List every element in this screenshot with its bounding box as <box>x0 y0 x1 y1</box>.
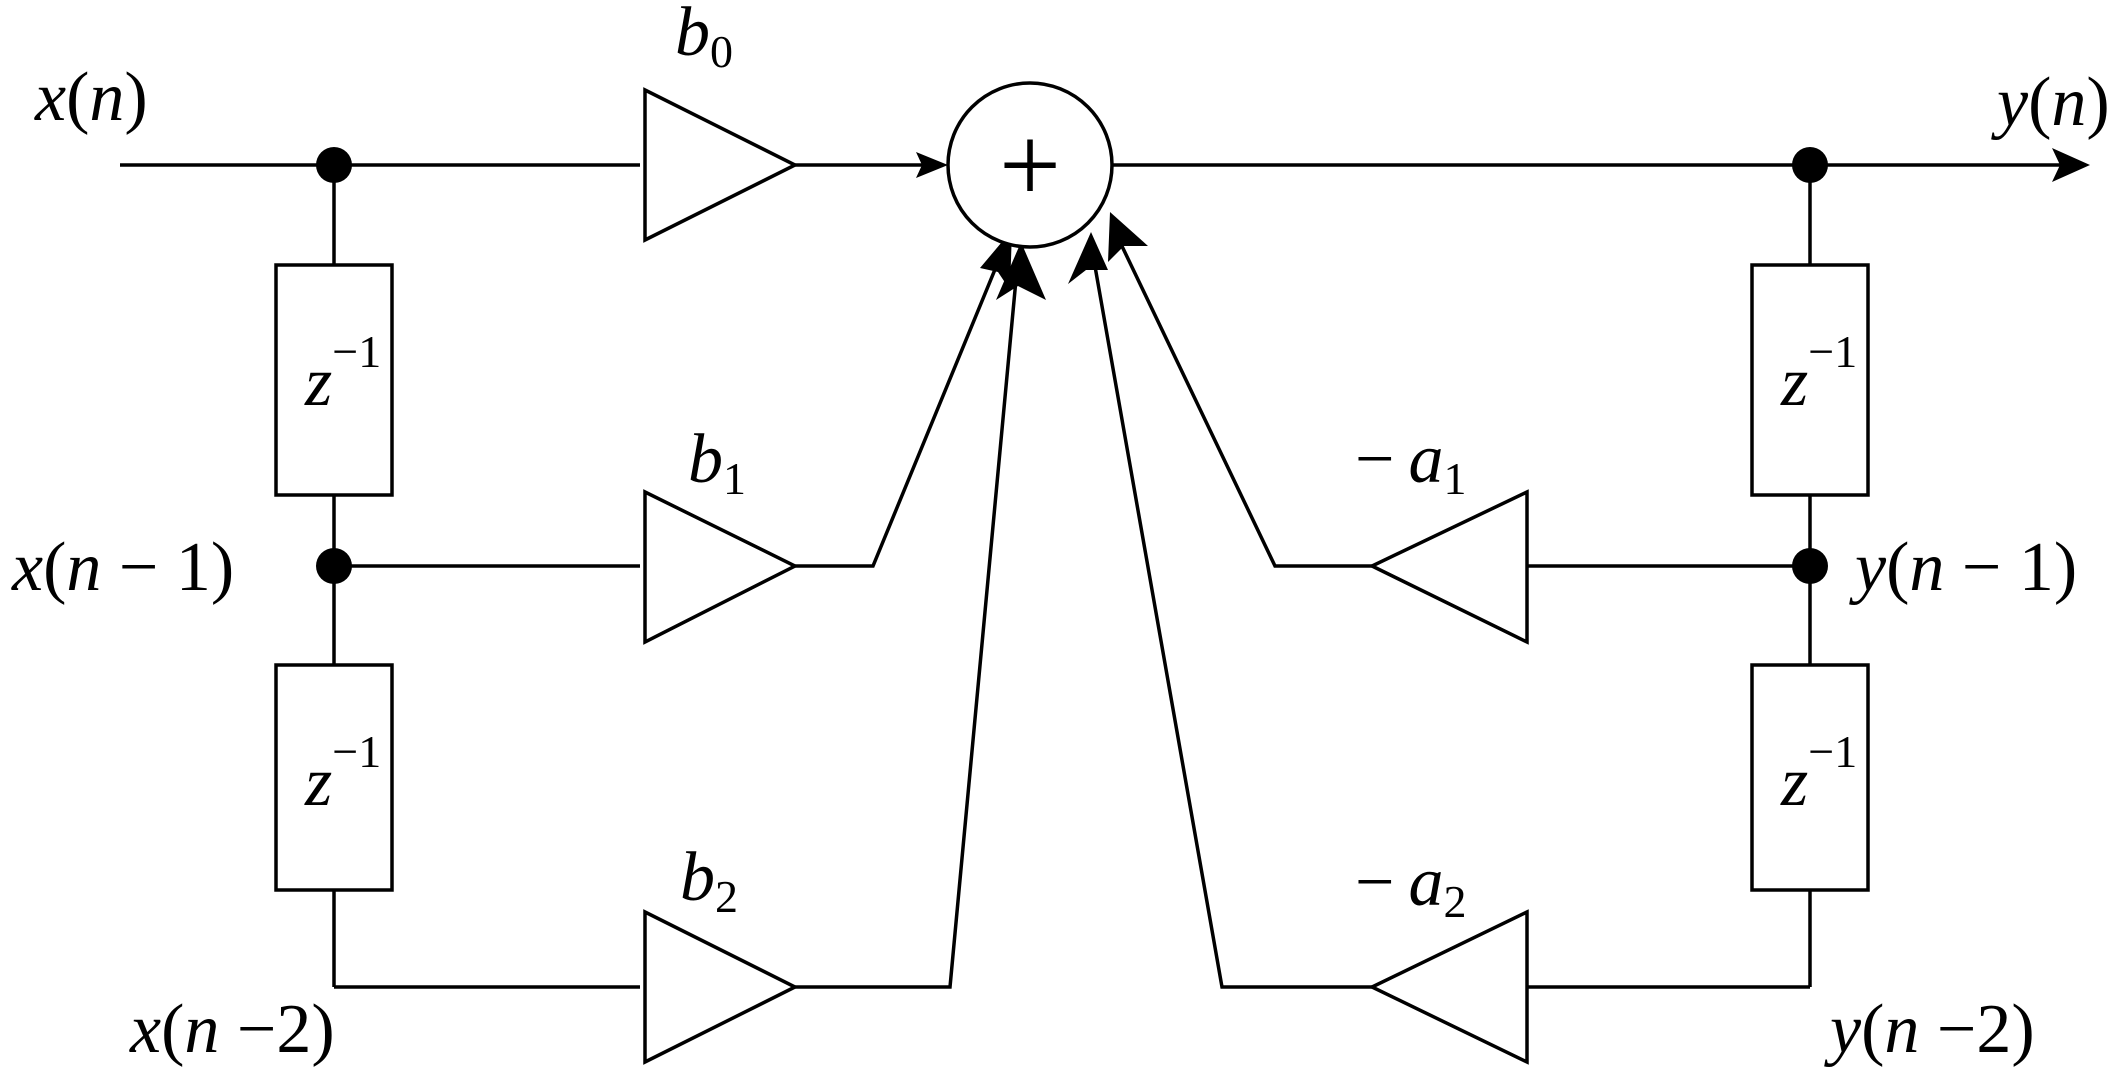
adder: + <box>946 81 1114 249</box>
signal-y-n1-label: y(n − 1) <box>1849 529 2077 606</box>
gain-a1-triangle <box>1367 489 1529 645</box>
adder-input-arrow-b2 <box>996 242 1046 300</box>
coef-b1-label: b1 <box>688 421 746 504</box>
gains <box>643 87 1529 1065</box>
coef-a1-label: −a1 <box>1355 421 1466 504</box>
delay-box-y-2 <box>1750 663 1870 892</box>
signal-x-n1-label: x(n − 1) <box>11 529 234 606</box>
output-arrow <box>2052 148 2090 182</box>
delay-box-y-1 <box>1750 263 1870 497</box>
junction-x-n1 <box>316 548 352 584</box>
coef-b0-label: b0 <box>675 0 733 77</box>
junction-y-n <box>1792 147 1828 183</box>
delay-label-y-2: z−1 <box>1780 726 1857 821</box>
signal-labels: x(n) x(n − 1) x(n −2) y(n) y(n − 1) y(n … <box>11 59 2110 1068</box>
b2-output-wire <box>795 257 1020 989</box>
delay-box-x-1 <box>274 263 394 497</box>
b1-output-wire <box>795 249 1005 568</box>
gain-a2-triangle <box>1367 909 1529 1065</box>
adder-input-arrow-a2 <box>1068 232 1108 284</box>
a2-output-wire <box>1091 254 1372 989</box>
a1-output-wire <box>1118 241 1372 568</box>
delay-label-y-1: z−1 <box>1780 326 1857 421</box>
adder-symbol: + <box>999 104 1061 226</box>
adder-input-arrow-a1 <box>1108 212 1148 262</box>
signal-x-n-label: x(n) <box>34 59 148 136</box>
coef-a2-label: −a2 <box>1355 844 1466 927</box>
adder-input-arrow-b1 <box>980 230 1012 290</box>
delays: z−1 z−1 z−1 z−1 <box>274 263 1870 892</box>
signal-y-n2-label: y(n −2) <box>1824 991 2035 1068</box>
adder-input-arrow-b0 <box>916 152 948 178</box>
delay-label-x-1: z−1 <box>304 326 381 421</box>
adder-circle <box>946 81 1114 249</box>
junction-y-n1 <box>1792 548 1828 584</box>
gain-b0-triangle <box>643 87 799 243</box>
junction-dots <box>316 147 1828 584</box>
wires <box>120 163 2060 989</box>
signal-y-n-label: y(n) <box>1991 64 2110 141</box>
arrowheads <box>916 148 2090 300</box>
gain-b1-triangle <box>643 489 799 645</box>
delay-label-x-2: z−1 <box>304 726 381 821</box>
gain-b2-triangle <box>643 909 799 1065</box>
signal-x-n2-label: x(n −2) <box>129 991 335 1068</box>
delay-box-x-2 <box>274 663 394 892</box>
coefficient-labels: b0 b1 b2 −a1 −a2 <box>675 0 1466 927</box>
junction-x-n <box>316 147 352 183</box>
coef-b2-label: b2 <box>680 839 738 922</box>
